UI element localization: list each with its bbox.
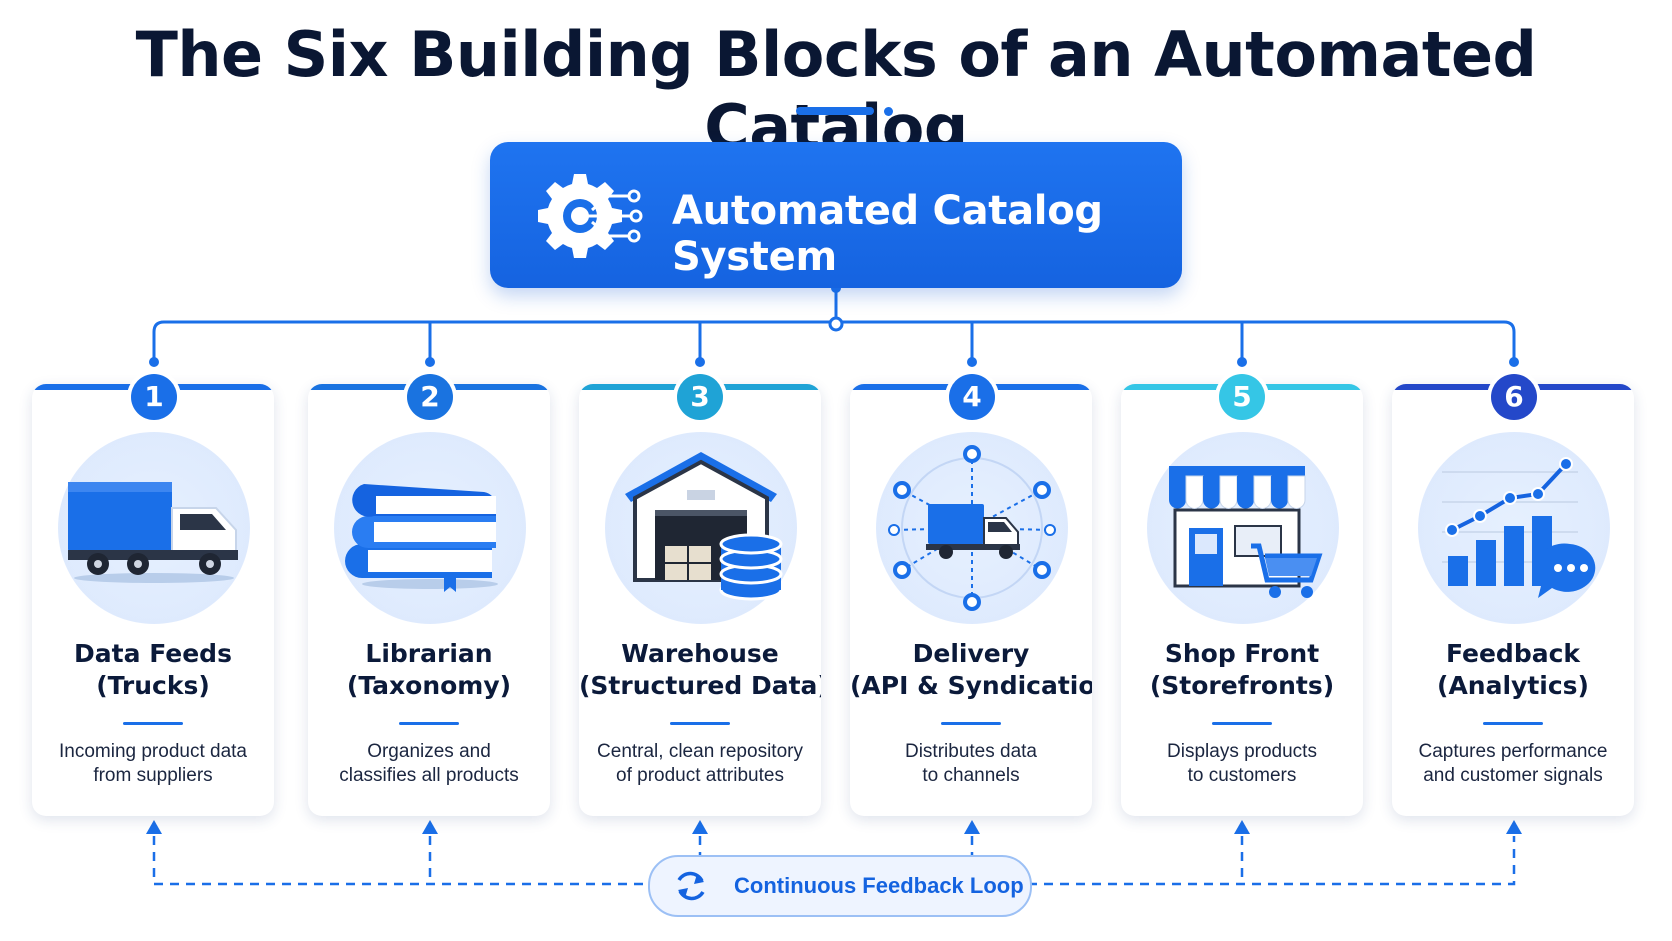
icon-circle [605,432,797,624]
block-description: Organizes and [367,741,491,762]
block-description: of product attributes [616,765,784,786]
block-description: Central, clean repository [597,741,803,762]
card-divider [399,722,459,725]
block-card-feedback: Feedback (Analytics) Captures performanc… [1392,384,1634,816]
block-title: Feedback [1445,639,1581,668]
block-title: Delivery [912,639,1030,668]
card-divider [670,722,730,725]
block-description: to channels [922,765,1020,786]
block-subtitle: (Trucks) [96,671,210,700]
block-description: classifies all products [339,765,519,786]
gear-network-icon [538,174,643,258]
feedback-loop-label: Continuous Feedback Loop [734,873,1024,898]
block-title: Warehouse [621,639,779,668]
automated-catalog-system-hub: Automated Catalog System [490,142,1182,288]
card-divider [1212,722,1272,725]
step-badge-2: 2 [407,374,453,420]
page-title: The Six Building Blocks of an Automated … [135,18,1537,164]
block-card-data-feeds: Data Feeds (Trucks) Incoming product dat… [32,384,274,816]
step-badge-5: 5 [1219,374,1265,420]
block-description: Distributes data [904,741,1037,762]
block-description: to customers [1187,765,1297,786]
block-title: Shop Front [1164,639,1320,668]
continuous-feedback-loop: Continuous Feedback Loop [648,855,1032,917]
block-subtitle: (Taxonomy) [346,671,512,700]
title-underline [796,107,874,115]
block-card-warehouse: Warehouse (Structured Data) Central, cle… [579,384,821,816]
block-description: Captures performance [1418,741,1608,762]
card-divider [941,722,1001,725]
icon-circle [1418,432,1610,624]
step-badge-1: 1 [131,374,177,420]
block-card-shop-front: Shop Front (Storefronts) Displays produc… [1121,384,1363,816]
block-description: Incoming product data [58,741,247,762]
storefront-icon [1169,466,1323,598]
block-description: and customer signals [1423,765,1603,786]
delivery-network-icon [888,445,1056,611]
block-description: Displays products [1167,741,1317,762]
analytics-chart-icon [1442,457,1596,598]
block-title: Librarian [365,639,493,668]
step-badge-4: 4 [949,374,995,420]
block-subtitle: (Storefronts) [1149,671,1335,700]
warehouse-icon [625,452,783,601]
block-subtitle: (Structured Data) [579,671,821,700]
refresh-icon [677,871,705,901]
icon-circle [58,432,250,624]
books-icon [345,484,498,592]
step-badge-3: 3 [677,374,723,420]
block-subtitle: (API & Syndication) [850,671,1092,700]
icon-circle [1147,432,1339,624]
card-divider [123,722,183,725]
card-divider [1483,722,1543,725]
step-badge-6: 6 [1491,374,1537,420]
hub-title: Automated Catalog System [672,188,1103,280]
icon-circle [334,432,526,624]
block-subtitle: (Analytics) [1437,671,1589,700]
title-underline-dot [884,107,893,116]
block-title: Data Feeds [74,639,232,668]
block-card-delivery: Delivery (API & Syndication) Distributes… [850,384,1092,816]
block-card-librarian: Librarian (Taxonomy) Organizes and class… [308,384,550,816]
truck-icon [68,482,238,583]
block-description: from suppliers [93,765,213,786]
icon-circle [876,432,1068,624]
